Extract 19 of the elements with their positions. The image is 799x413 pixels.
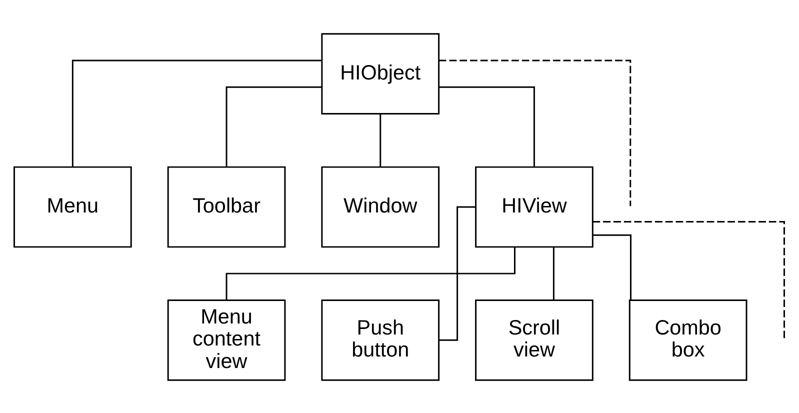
node-box: HIObject — [321, 32, 440, 114]
connector — [380, 113, 382, 166]
connector — [438, 59, 632, 206]
connector — [552, 246, 554, 300]
node-box: Combo box — [628, 298, 748, 380]
node-box: HIView — [475, 166, 594, 248]
connector — [226, 86, 322, 166]
node-box: Push button — [321, 298, 440, 380]
connector — [593, 234, 632, 300]
node-box: Toolbar — [167, 166, 286, 248]
connector — [72, 59, 322, 166]
node-box: Scroll view — [475, 298, 594, 380]
connector — [438, 86, 535, 166]
connector — [439, 206, 476, 340]
connector — [592, 220, 785, 339]
node-box: Menu content view — [167, 298, 286, 380]
node-box: Window — [321, 166, 440, 248]
connector — [226, 246, 516, 300]
node-box: Menu — [14, 166, 132, 248]
